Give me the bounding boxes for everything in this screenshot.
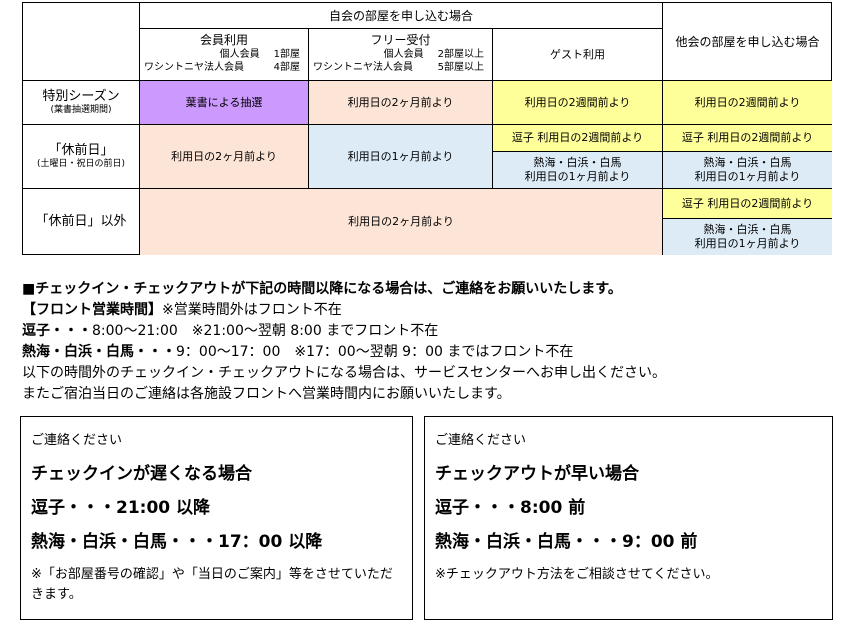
holiday-member-text: 利用日の2ヶ月前より	[171, 149, 277, 163]
holiday-guest-others-line2: 利用日の1ヶ月前より	[524, 170, 631, 183]
guest-use-title: ゲスト利用	[550, 47, 605, 61]
late-checkin-lead: ご連絡ください	[31, 433, 123, 448]
row-label-other-days: 「休前日」以外	[23, 189, 140, 255]
holiday-guest-others-cell: 熱海・白浜・白馬 利用日の1ヶ月前より	[493, 152, 663, 189]
reservation-schedule-table: 自会の部屋を申し込む場合 他会の部屋を申し込む場合 会員利用 個人会員 1部屋 …	[22, 2, 832, 255]
member-line1-b: 1部屋	[273, 49, 300, 60]
other-days-merged-text: 利用日の2ヶ月前より	[348, 215, 454, 228]
late-checkin-zushi: 逗子・・・21:00 以降	[31, 498, 211, 518]
holiday-other-zushi-cell: 逗子 利用日の2週間前より	[663, 125, 832, 152]
holiday-other-zushi-text: 逗子 利用日の2週間前より	[681, 131, 814, 144]
early-checkout-box: ご連絡ください チェックアウトが早い場合 逗子・・・8:00 前 熱海・白浜・白…	[424, 416, 833, 620]
notice-line-1: ■チェックイン・チェックアウトが下記の時間以降になる場合は、ご連絡をお願いいたし…	[22, 281, 622, 297]
late-checkin-box: ご連絡ください チェックインが遅くなる場合 逗子・・・21:00 以降 熱海・白…	[20, 416, 413, 620]
other-days-other-zushi-text: 逗子 利用日の2週間前より	[681, 196, 814, 210]
holiday-guest-zushi-text: 逗子 利用日の2週間前より	[511, 131, 644, 144]
holiday-other-others-line1: 熱海・白浜・白馬	[703, 156, 792, 169]
row-label-holiday-eve: 「休前日」 (土曜日・祝日の前日)	[23, 125, 140, 189]
notice-line-3: 逗子・・・8:00～21:00 ※21:00～翌朝 8:00 までフロント不在	[22, 321, 832, 342]
notice-line-5: 以下の時間外のチェックイン・チェックアウトになる場合は、サービスセンターへお申し…	[22, 365, 666, 381]
zushi-label: 逗子・・・	[22, 323, 92, 339]
holiday-other-others-cell: 熱海・白浜・白馬 利用日の1ヶ月前より	[663, 152, 832, 189]
other-days-other-others-cell: 熱海・白浜・白馬 利用日の1ヶ月前より	[663, 219, 832, 255]
special-other-cell: 利用日の2週間前より	[663, 81, 832, 125]
late-checkin-note: ※「お部屋番号の確認」や「当日のご案内」等をさせていただきます。	[31, 567, 393, 602]
other-days-other-others-line2: 利用日の1ヶ月前より	[694, 237, 801, 250]
special-free-cell: 利用日の2ヶ月前より	[309, 81, 493, 125]
holiday-guest-zushi-cell: 逗子 利用日の2週間前より	[493, 125, 663, 152]
free-line1-a: 個人会員	[383, 49, 424, 60]
holiday-eve-label: 「休前日」	[48, 143, 114, 158]
special-season-label: 特別シーズン	[42, 89, 120, 104]
other-days-other-zushi-cell: 逗子 利用日の2週間前より	[663, 189, 832, 219]
special-other-text: 利用日の2週間前より	[694, 95, 801, 109]
header-other-club: 他会の部屋を申し込む場合	[663, 3, 832, 81]
free-line2-b: 5部屋以上	[437, 62, 484, 73]
other-days-merged-cell: 利用日の2ヶ月前より	[140, 189, 663, 255]
early-checkout-lead: ご連絡ください	[435, 433, 527, 448]
holiday-free-text: 利用日の1ヶ月前より	[347, 149, 454, 163]
header-own-club: 自会の部屋を申し込む場合	[140, 3, 663, 29]
atami-label: 熱海・白浜・白馬・・・	[22, 344, 176, 360]
early-checkout-title: チェックアウトが早い場合	[435, 464, 639, 484]
header-guest-use: ゲスト利用	[493, 29, 663, 81]
free-reception-title: フリー受付	[370, 33, 431, 47]
header-free-reception: フリー受付 個人会員 2部屋以上 ワシントニヤ法人会員 5部屋以上	[309, 29, 493, 81]
member-line2-a: ワシントニヤ法人会員	[144, 62, 244, 73]
other-days-label: 「休前日」以外	[35, 214, 127, 229]
holiday-eve-sublabel: (土曜日・祝日の前日)	[36, 159, 126, 169]
special-free-text: 利用日の2ヶ月前より	[347, 95, 454, 109]
header-member-use: 会員利用 個人会員 1部屋 ワシントニヤ法人会員 4部屋	[140, 29, 309, 81]
header-own-club-label: 自会の部屋を申し込む場合	[328, 8, 473, 23]
checkin-notice: ■チェックイン・チェックアウトが下記の時間以降になる場合は、ご連絡をお願いいたし…	[22, 279, 832, 405]
free-line1-b: 2部屋以上	[437, 49, 484, 60]
free-line2-a: ワシントニヤ法人会員	[313, 62, 413, 73]
notice-line-2: 【フロント営業時間】※営業時間外はフロント不在	[22, 300, 832, 321]
early-checkout-zushi: 逗子・・・8:00 前	[435, 498, 586, 518]
front-hours-note: ※営業時間外はフロント不在	[162, 302, 342, 318]
special-season-sublabel: (葉書抽選期間)	[50, 105, 112, 115]
special-guest-cell: 利用日の2週間前より	[493, 81, 663, 125]
atami-hours: 9：00～17：00 ※17：00～翌朝 9：00 まではフロント不在	[176, 344, 574, 360]
holiday-member-cell: 利用日の2ヶ月前より	[140, 125, 309, 189]
header-other-club-label: 他会の部屋を申し込む場合	[675, 34, 820, 49]
holiday-guest-others-line1: 熱海・白浜・白馬	[533, 156, 622, 169]
late-checkin-others: 熱海・白浜・白馬・・・17：00 以降	[31, 532, 323, 552]
member-use-title: 会員利用	[199, 33, 248, 47]
notice-line-4: 熱海・白浜・白馬・・・9：00～17：00 ※17：00～翌朝 9：00 までは…	[22, 342, 832, 363]
late-checkin-title: チェックインが遅くなる場合	[31, 464, 252, 484]
holiday-other-others-line2: 利用日の1ヶ月前より	[694, 170, 801, 183]
member-line1-a: 個人会員	[219, 49, 260, 60]
corner-cell	[23, 3, 140, 81]
holiday-free-cell: 利用日の1ヶ月前より	[309, 125, 493, 189]
other-days-other-others-line1: 熱海・白浜・白馬	[703, 223, 792, 236]
notice-line-6: またご宿泊当日のご連絡は各施設フロントへ営業時間内にお願いいたします。	[22, 386, 511, 402]
special-member-text: 葉書による抽選	[185, 95, 263, 109]
special-guest-text: 利用日の2週間前より	[524, 95, 631, 109]
zushi-hours: 8:00～21:00 ※21:00～翌朝 8:00 までフロント不在	[92, 323, 439, 339]
row-label-special-season: 特別シーズン (葉書抽選期間)	[23, 81, 140, 125]
early-checkout-note: ※チェックアウト方法をご相談させてください。	[435, 567, 719, 582]
member-line2-b: 4部屋	[273, 62, 300, 73]
front-hours-heading: 【フロント営業時間】	[22, 302, 162, 318]
early-checkout-others: 熱海・白浜・白馬・・・9：00 前	[435, 532, 698, 552]
special-member-cell: 葉書による抽選	[140, 81, 309, 125]
